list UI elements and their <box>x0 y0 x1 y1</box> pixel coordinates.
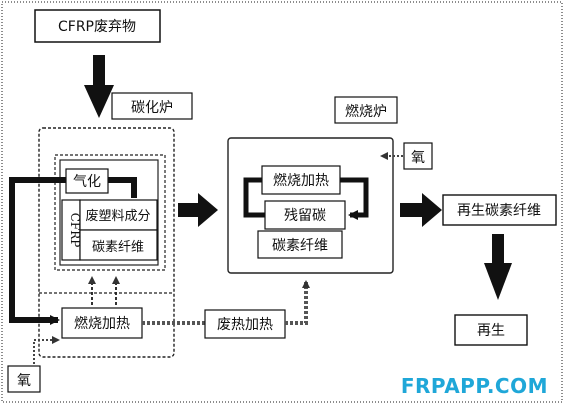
right-arrow-2-head <box>422 193 442 227</box>
right-arrow-2-shaft <box>400 203 424 217</box>
combustion-furnace-box <box>227 137 394 274</box>
recycled-carbon-fiber-label: 再生碳素纤维 <box>457 203 541 219</box>
recycled-carbon-fiber-box <box>442 194 557 226</box>
combustion-loop-right <box>340 177 369 220</box>
cfrp-waste-label: CFRP废弃物 <box>58 19 136 35</box>
right-arrow-1-shaft <box>178 203 200 217</box>
cfrp-side-label: CFRP <box>68 213 82 248</box>
waste-heat-label: 废热加热 <box>217 317 273 333</box>
oxygen-left-arrow <box>33 336 60 364</box>
combustion-furnace-label: 燃烧炉 <box>345 103 387 120</box>
waste-heat-box <box>204 309 286 339</box>
carbonization-furnace-label: 碳化炉 <box>131 100 173 116</box>
gasification-chamber <box>54 154 166 271</box>
combustion-furnace-label-box <box>334 96 398 124</box>
carbonization-furnace-label-box <box>111 92 193 120</box>
oxygen-right-label: 氧 <box>411 150 425 166</box>
regeneration-box <box>454 314 528 346</box>
down-arrow-head <box>84 85 114 118</box>
waste-heat-flow-out <box>285 280 310 325</box>
watermark: FRPAPP.COM <box>400 374 548 398</box>
carbon-fiber-right-label: 碳素纤维 <box>272 238 328 254</box>
material-chamber <box>59 159 159 266</box>
gas-loop-left <box>9 177 66 325</box>
combustion-loop-left <box>243 177 265 218</box>
oxygen-left-box <box>7 365 41 393</box>
gas-loop-right <box>108 177 137 198</box>
oxygen-right-box <box>403 142 433 170</box>
down-arrow-shaft <box>93 55 105 87</box>
combustion-heating-right-box <box>261 165 341 195</box>
carbon-fiber-left-label: 碳素纤维 <box>92 240 144 255</box>
carbon-fiber-left-box <box>79 229 158 261</box>
gasification-box <box>65 168 109 194</box>
gasification-label: 气化 <box>73 174 101 190</box>
carbon-fiber-right-box <box>257 230 343 259</box>
residual-carbon-label: 残留碳 <box>284 208 326 224</box>
cfrp-waste-box <box>34 9 161 43</box>
down-arrow-2-head <box>484 263 512 300</box>
combustion-heating-left-label: 燃烧加热 <box>74 315 130 332</box>
waste-plastic-label: 废塑料成分 <box>85 208 150 224</box>
down-arrow-2-shaft <box>492 234 504 266</box>
waste-plastic-box <box>79 199 158 231</box>
combustion-heating-right-label: 燃烧加热 <box>273 172 329 189</box>
regeneration-label: 再生 <box>477 323 505 339</box>
right-arrow-1-head <box>198 193 218 227</box>
oxygen-left-label: 氧 <box>17 373 31 389</box>
residual-carbon-box <box>264 200 346 230</box>
